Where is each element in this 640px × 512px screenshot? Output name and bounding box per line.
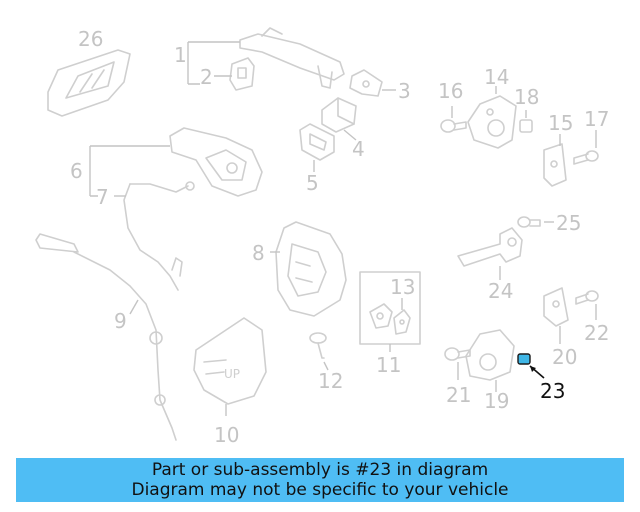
part-19-hinge [465, 329, 515, 381]
callout-12: 12 [318, 369, 343, 393]
part-14-hinge [467, 95, 517, 149]
callout-2: 2 [200, 65, 213, 89]
callout-13: 13 [390, 275, 415, 299]
leader-6 [89, 145, 170, 197]
part-5-seal [299, 123, 335, 161]
part-8-latch [275, 221, 347, 317]
leader-4 [343, 129, 357, 141]
part-17-bolt [573, 150, 599, 165]
callout-11: 11 [376, 353, 401, 377]
part-12-screw [309, 332, 327, 359]
part-18-block [519, 119, 533, 133]
callout-4: 4 [352, 137, 365, 161]
part-10-shield: UP [193, 317, 267, 405]
callout-17: 17 [584, 107, 609, 131]
part-7-cable [123, 181, 195, 291]
part-3-bracket [349, 69, 383, 97]
part-21-bolt [444, 347, 471, 361]
part-13-clip [393, 309, 411, 335]
callout-5: 5 [306, 171, 319, 195]
callout-8: 8 [252, 241, 265, 265]
info-banner: Part or sub-assembly is #23 in diagram D… [16, 458, 624, 502]
callout-18: 18 [514, 85, 539, 109]
callout-6: 6 [70, 159, 83, 183]
callout-15: 15 [548, 111, 573, 135]
part-26-interior-handle [47, 49, 131, 117]
part-20-plate [543, 287, 569, 327]
leader-9 [129, 299, 139, 315]
callout-10: 10 [214, 423, 239, 447]
callout-14: 14 [484, 65, 509, 89]
part-4-bracket [321, 97, 357, 133]
callout-7: 7 [96, 185, 109, 209]
part-16-bolt [440, 119, 467, 133]
part-25-bolt [517, 216, 541, 228]
callout-1: 1 [174, 43, 187, 67]
part-10-up-marking: UP [224, 367, 240, 381]
part-11-bracket [369, 303, 393, 329]
part-1-outside-handle [239, 27, 345, 89]
part-9-cable [35, 233, 177, 441]
part-2-handle-cap [229, 57, 255, 91]
callout-16: 16 [438, 79, 463, 103]
callout-23: 23 [540, 379, 565, 403]
parts-diagram: 26 1 2 3 4 5 6 [35, 27, 609, 447]
leader-12 [323, 361, 329, 371]
banner-line-1: Part or sub-assembly is #23 in diagram [151, 460, 489, 480]
leader-1 [187, 41, 240, 85]
callout-24: 24 [488, 279, 513, 303]
leader-23-arrowhead [530, 366, 536, 372]
callout-20: 20 [552, 345, 577, 369]
part-22-bolt [575, 290, 599, 305]
callout-19: 19 [484, 389, 509, 413]
callout-21: 21 [446, 383, 471, 407]
callout-9: 9 [114, 309, 127, 333]
part-23-highlighted [517, 353, 531, 365]
callout-22: 22 [584, 321, 609, 345]
callout-3: 3 [398, 79, 411, 103]
banner-line-2: Diagram may not be specific to your vehi… [131, 480, 509, 500]
part-15-plate [543, 143, 567, 187]
callout-26: 26 [78, 27, 103, 51]
part-24-door-check [457, 227, 523, 267]
callout-25: 25 [556, 211, 581, 235]
part-6-handle-frame [169, 127, 263, 197]
